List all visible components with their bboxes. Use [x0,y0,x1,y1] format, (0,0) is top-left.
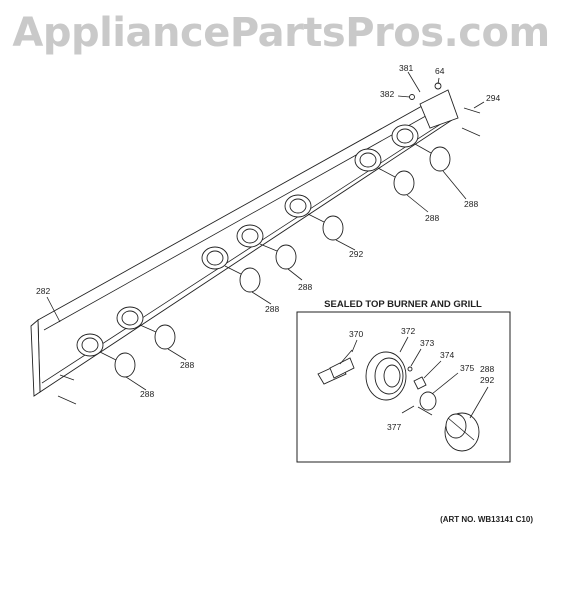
label-374: 374 [440,350,454,360]
label-288-a: 288 [140,389,154,399]
screw-373-part [407,366,413,372]
label-288-inset: 288 [480,364,494,374]
bezel-ring-part [365,351,407,401]
label-370: 370 [349,329,363,339]
label-375: 375 [460,363,474,373]
label-288-c: 288 [265,304,279,314]
inset-sealed-top-burner: SEALED TOP BURNER AND GRILL [296,299,511,463]
callout-labels: 381 64 382 294 282 288 288 288 288 292 2… [36,63,500,399]
shaft-375-part [417,391,437,416]
art-number: (ART NO. WB13141 C10) [440,515,533,524]
clip-374-part [413,376,427,390]
label-288-b: 288 [180,360,194,370]
knobs [99,143,451,378]
label-373: 373 [420,338,434,348]
label-372: 372 [401,326,415,336]
igniter-switch-part [317,349,355,385]
label-288-d: 288 [298,282,312,292]
label-292: 292 [349,249,363,259]
label-294: 294 [486,93,500,103]
label-288-e: 288 [425,213,439,223]
label-288-f: 288 [464,199,478,209]
knob-bezels [76,124,419,357]
label-382: 382 [380,89,394,99]
label-381: 381 [399,63,413,73]
watermark: AppliancePartsPros.com [12,10,550,56]
label-64: 64 [435,66,445,76]
label-377: 377 [387,422,401,432]
label-282: 282 [36,286,50,296]
inset-title: SEALED TOP BURNER AND GRILL [324,299,482,310]
inset-knob-part [444,412,480,452]
leader-lines [46,71,485,391]
label-292-inset: 292 [480,375,494,385]
